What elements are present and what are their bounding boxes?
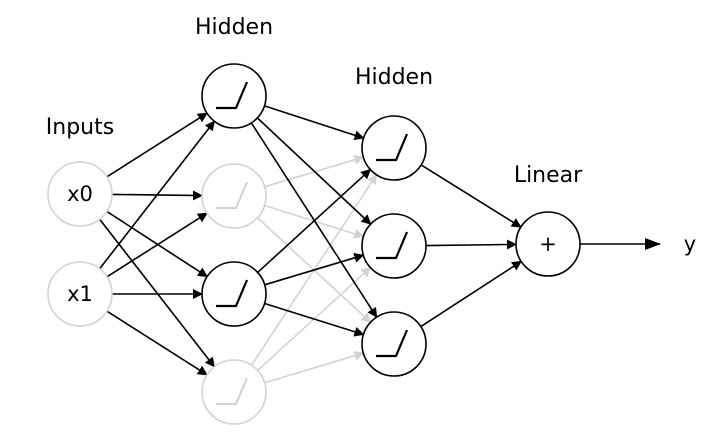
relu-icon — [216, 81, 249, 110]
relu-icon — [376, 231, 409, 260]
hidden1-node-1 — [201, 163, 267, 229]
edge-input-1-to-hidden1-0 — [99, 120, 215, 270]
input-node-0 — [47, 161, 113, 227]
hidden-layer-2-title: Hidden — [355, 65, 433, 90]
edge-hidden1-3-to-hidden2-2 — [264, 350, 365, 384]
nodes-group — [47, 63, 581, 425]
edge-input-1-to-hidden1-1 — [106, 212, 208, 278]
edge-hidden2-2-to-output — [420, 260, 523, 328]
edge-input-0-to-hidden1-3 — [99, 218, 215, 368]
relu-icon — [216, 181, 249, 210]
edge-hidden1-0-to-hidden2-1 — [256, 117, 372, 225]
edge-input-0-to-hidden1-2 — [106, 210, 209, 278]
output-node — [515, 211, 581, 277]
edge-input-0-to-hidden1-0 — [106, 112, 208, 178]
relu-icon — [376, 133, 409, 162]
hidden1-node-3 — [201, 359, 267, 425]
relu-icon — [216, 279, 249, 308]
linear-layer-title: Linear — [514, 163, 583, 188]
edges-group — [99, 105, 661, 384]
output-node-symbol: + — [539, 232, 557, 256]
hidden1-node-0 — [201, 63, 267, 129]
hidden2-node-2 — [361, 311, 427, 377]
relu-icon — [216, 377, 249, 406]
edge-hidden1-0-to-hidden2-0 — [264, 105, 365, 141]
edge-hidden1-2-to-hidden2-0 — [257, 168, 372, 274]
edge-hidden2-1-to-output — [425, 239, 518, 250]
edge-hidden1-2-to-hidden2-1 — [264, 252, 365, 286]
hidden-layer-1-title: Hidden — [195, 15, 273, 40]
hidden2-node-1 — [361, 213, 427, 279]
output-label-y: y — [684, 232, 696, 256]
hidden1-node-2 — [201, 261, 267, 327]
hidden2-node-0 — [361, 115, 427, 181]
input-node-label-x0: x0 — [67, 182, 93, 206]
edge-input-1-to-hidden1-3 — [106, 310, 208, 376]
inputs-layer-title: Inputs — [46, 115, 114, 140]
input-node-1 — [47, 261, 113, 327]
input-node-label-x1: x1 — [67, 282, 93, 306]
relu-icon — [376, 329, 409, 358]
edge-hidden2-0-to-output — [420, 164, 522, 228]
edge-hidden1-2-to-hidden2-2 — [264, 302, 365, 337]
